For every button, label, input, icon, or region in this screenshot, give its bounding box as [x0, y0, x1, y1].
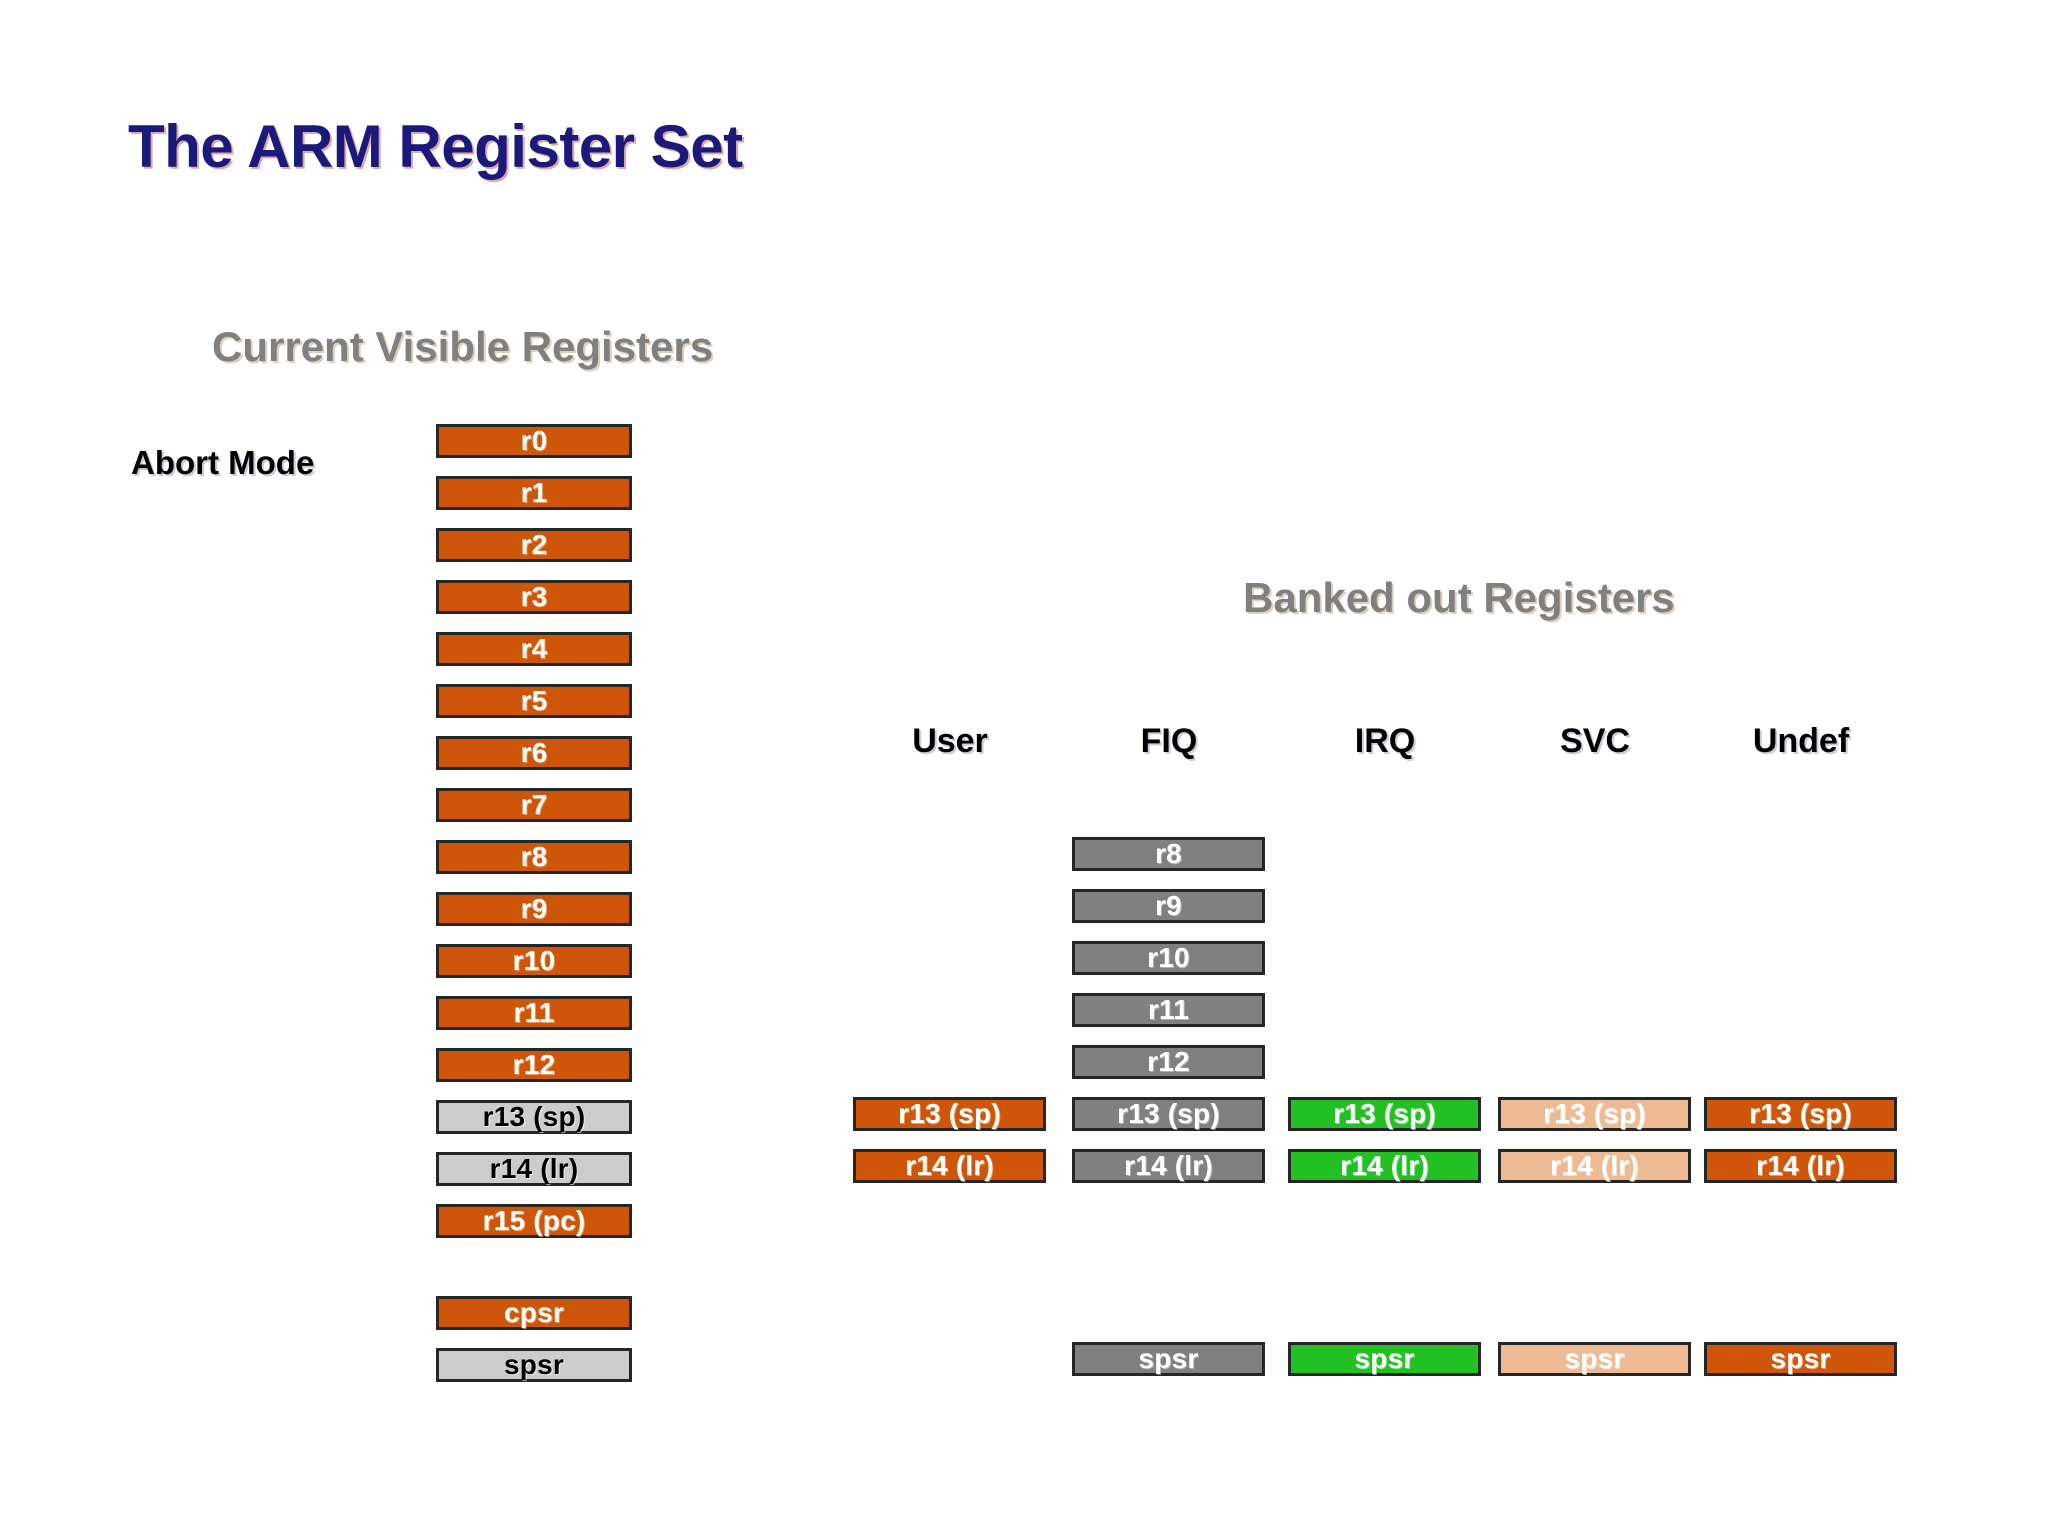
- register-cell-r14: r14 (lr): [436, 1152, 632, 1186]
- register-cell-r3: r3: [436, 580, 632, 614]
- register-cell-r11: r11: [436, 996, 632, 1030]
- register-label: r3: [520, 581, 548, 612]
- banked-out-registers-heading: Banked out Registers: [1243, 574, 1675, 621]
- register-label: r13 (sp): [898, 1098, 1001, 1129]
- register-cell-r13: r13 (sp): [436, 1100, 632, 1134]
- bank-title-svc: SVC: [1560, 722, 1630, 760]
- register-cell-r8: r8: [436, 840, 632, 874]
- banked-register-undef-r14: r14 (lr): [1704, 1149, 1897, 1183]
- banked-spsr-irq: spsr: [1288, 1342, 1481, 1376]
- register-cell-r4: r4: [436, 632, 632, 666]
- banked-register-irq-r14: r14 (lr): [1288, 1149, 1481, 1183]
- register-label: r0: [520, 425, 548, 456]
- register-label: r1: [520, 477, 548, 508]
- register-label: r11: [1147, 994, 1190, 1025]
- banked-spsr-fiq: spsr: [1072, 1342, 1265, 1376]
- register-label: r12: [1147, 1046, 1190, 1077]
- register-label: r9: [1155, 890, 1182, 921]
- bank-title-fiq: FIQ: [1140, 722, 1198, 760]
- register-label: r12: [512, 1049, 556, 1080]
- register-cell-r15: r15 (pc): [436, 1204, 632, 1238]
- register-label: r10: [512, 945, 556, 976]
- banked-register-irq-r13: r13 (sp): [1288, 1097, 1481, 1131]
- register-label: r9: [520, 893, 548, 924]
- bank-title-irq: IRQ: [1354, 722, 1416, 760]
- register-label: cpsr: [504, 1297, 564, 1328]
- register-cell-r7: r7: [436, 788, 632, 822]
- register-label: r8: [1155, 838, 1182, 869]
- register-label: r14 (lr): [905, 1150, 994, 1181]
- register-label: r5: [520, 685, 548, 716]
- banked-register-fiq-r11: r11: [1072, 993, 1265, 1027]
- current-visible-registers-heading: Current Visible Registers: [212, 323, 714, 370]
- register-label: spsr: [1770, 1343, 1831, 1374]
- register-label: spsr: [1564, 1343, 1625, 1374]
- banked-column-titles: User FIQ IRQ SVC Undef: [840, 722, 1920, 772]
- register-cell-r1: r1: [436, 476, 632, 510]
- banked-register-fiq-r10: r10: [1072, 941, 1265, 975]
- register-label: spsr: [1354, 1343, 1415, 1374]
- register-label: r15 (pc): [482, 1205, 586, 1236]
- banked-register-user-r13: r13 (sp): [853, 1097, 1046, 1131]
- status-register-cell-cpsr: cpsr: [436, 1296, 632, 1330]
- register-label: spsr: [504, 1349, 564, 1380]
- register-cell-r6: r6: [436, 736, 632, 770]
- banked-register-fiq-r8: r8: [1072, 837, 1265, 871]
- register-cell-r9: r9: [436, 892, 632, 926]
- register-cell-r2: r2: [436, 528, 632, 562]
- banked-register-user-r14: r14 (lr): [853, 1149, 1046, 1183]
- register-label: r13 (sp): [1543, 1098, 1646, 1129]
- register-label: r7: [520, 789, 548, 820]
- register-label: r14 (lr): [1340, 1150, 1429, 1181]
- banked-register-fiq-r14: r14 (lr): [1072, 1149, 1265, 1183]
- register-label: r14 (lr): [1550, 1150, 1639, 1181]
- status-register-cell-spsr: spsr: [436, 1348, 632, 1382]
- register-cell-r0: r0: [436, 424, 632, 458]
- register-label: r13 (sp): [1333, 1098, 1436, 1129]
- register-label: r14 (lr): [1756, 1150, 1845, 1181]
- banked-spsr-svc: spsr: [1498, 1342, 1691, 1376]
- abort-mode-label: Abort Mode: [131, 444, 315, 481]
- register-label: r10: [1147, 942, 1190, 973]
- register-cell-r10: r10: [436, 944, 632, 978]
- bank-title-user: User: [912, 722, 988, 760]
- banked-register-svc-r13: r13 (sp): [1498, 1097, 1691, 1131]
- register-label: r2: [520, 529, 548, 560]
- register-cell-r5: r5: [436, 684, 632, 718]
- register-label: r4: [520, 633, 548, 664]
- banked-register-undef-r13: r13 (sp): [1704, 1097, 1897, 1131]
- banked-register-fiq-r12: r12: [1072, 1045, 1265, 1079]
- register-label: r13 (sp): [1749, 1098, 1852, 1129]
- banked-register-svc-r14: r14 (lr): [1498, 1149, 1691, 1183]
- banked-register-fiq-r9: r9: [1072, 889, 1265, 923]
- page-title: The ARM Register Set: [128, 113, 743, 180]
- register-label: r8: [520, 841, 548, 872]
- register-cell-r12: r12: [436, 1048, 632, 1082]
- register-label: r11: [513, 997, 555, 1028]
- banked-register-fiq-r13: r13 (sp): [1072, 1097, 1265, 1131]
- register-label: r14 (lr): [489, 1153, 579, 1184]
- banked-spsr-undef: spsr: [1704, 1342, 1897, 1376]
- bank-title-undef: Undef: [1752, 722, 1850, 760]
- register-label: spsr: [1138, 1343, 1199, 1374]
- register-label: r13 (sp): [1117, 1098, 1220, 1129]
- register-label: r14 (lr): [1124, 1150, 1213, 1181]
- register-label: r6: [520, 737, 548, 768]
- register-label: r13 (sp): [482, 1101, 586, 1132]
